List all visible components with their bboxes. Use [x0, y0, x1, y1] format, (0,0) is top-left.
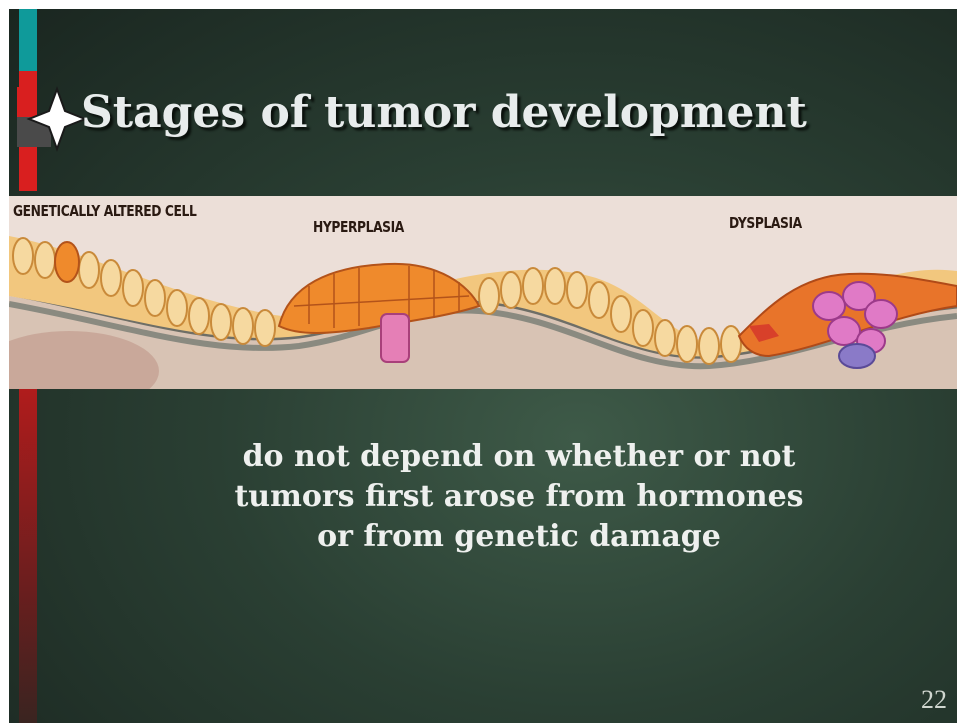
body-line-2: tumors first arose from hormones	[169, 477, 869, 517]
four-point-star-bullet-icon	[15, 81, 87, 153]
body-text: do not depend on whether or not tumors f…	[169, 437, 869, 557]
accent-bar-teal	[19, 9, 37, 71]
body-line-1: do not depend on whether or not	[169, 437, 869, 477]
label-hyperplasia: HYPERPLASIA	[313, 218, 404, 236]
slide-title: Stages of tumor development	[81, 87, 807, 138]
page-number: 22	[921, 685, 947, 715]
accent-bar-red-bottom	[19, 389, 37, 723]
body-line-3: or from genetic damage	[169, 517, 869, 557]
tumor-stages-illustration: GENETICALLY ALTERED CELL HYPERPLASIA DYS…	[9, 196, 957, 389]
label-genetically-altered-cell: GENETICALLY ALTERED CELL	[13, 202, 196, 220]
slide: Stages of tumor development	[9, 9, 957, 723]
label-dysplasia: DYSPLASIA	[729, 214, 802, 232]
